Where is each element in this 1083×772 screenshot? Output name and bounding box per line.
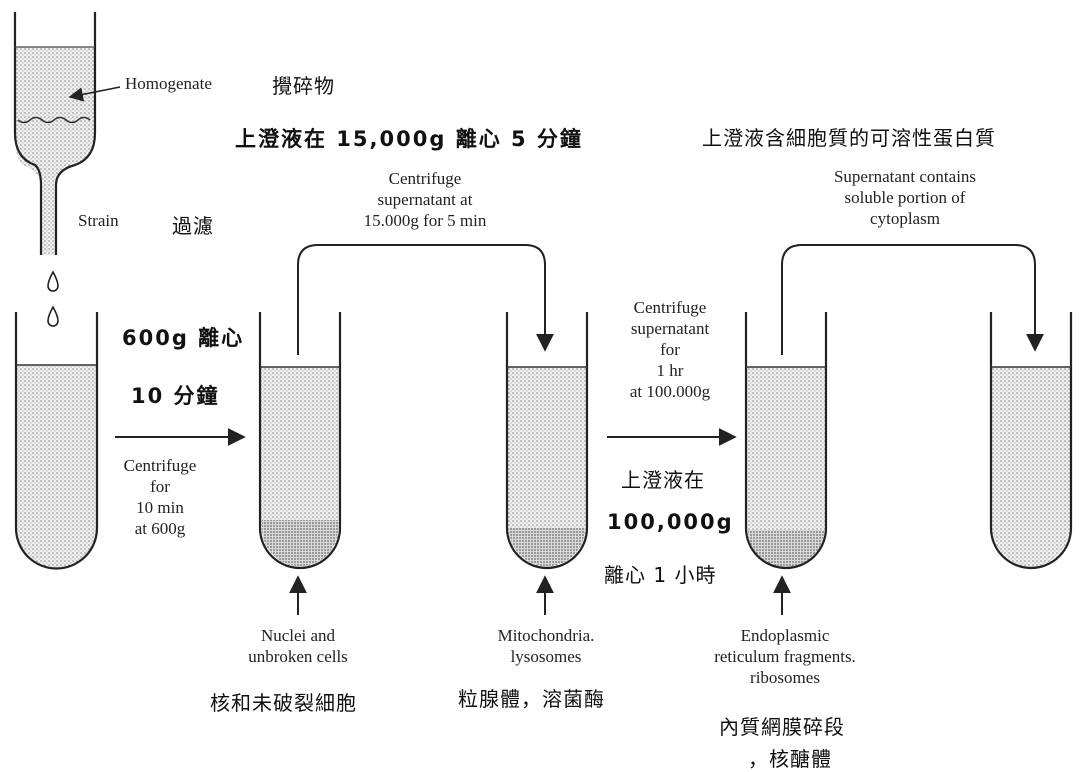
pellet2-label: Mitochondria. lysosomes	[497, 626, 595, 666]
step1-zh-time: 10 分鐘	[131, 384, 220, 408]
tube-microsomes	[744, 312, 828, 570]
step3-label: Centrifuge supernatant for 1 hr at 100.0…	[629, 298, 711, 401]
final-zh: 上澄液含細胞質的可溶性蛋白質	[702, 126, 996, 150]
pellet1-label: Nuclei and unbroken cells	[248, 626, 348, 666]
pellet3-zh-2: ，核醣體	[748, 747, 832, 771]
transfer-arrow-supernatant	[781, 244, 1044, 355]
step3-zh-3: 離心 1 小時	[604, 563, 717, 587]
homogenate-pointer	[68, 86, 121, 102]
tube-homogenate	[14, 312, 99, 570]
pellet1-zh: 核和未破裂細胞	[210, 691, 357, 715]
pellet3-label: Endoplasmic reticulum fragments. ribosom…	[714, 626, 856, 687]
final-label: Supernatant contains soluble portion of …	[833, 167, 977, 228]
step3-zh-1: 上澄液在	[621, 468, 705, 492]
pellet2-zh: 粒腺體，溶菌酶	[458, 687, 605, 711]
step2-zh: 上澄液在 15,000g 離心 5 分鐘	[235, 127, 583, 151]
tube-mitochondria	[505, 312, 589, 570]
homogenate-label: Homogenate	[125, 74, 212, 93]
strain-label: Strain	[78, 211, 119, 230]
step1-zh-speed: 600g 離心	[122, 326, 245, 350]
step3-zh-2: 100,000g	[607, 510, 734, 534]
step1-label: Centrifuge for 10 min at 600g	[123, 456, 197, 538]
homogenate-label-zh: 攪碎物	[272, 74, 335, 98]
step2-label: Centrifuge supernatant at 15.000g for 5 …	[363, 169, 487, 230]
strain-label-zh: 過濾	[172, 214, 214, 238]
tube-nuclei	[258, 312, 342, 570]
droplets	[47, 270, 59, 327]
transfer-arrow-15000g	[297, 244, 554, 355]
pellet3-zh-1: 內質網膜碎段	[719, 715, 845, 739]
tube-supernatant	[989, 312, 1073, 570]
